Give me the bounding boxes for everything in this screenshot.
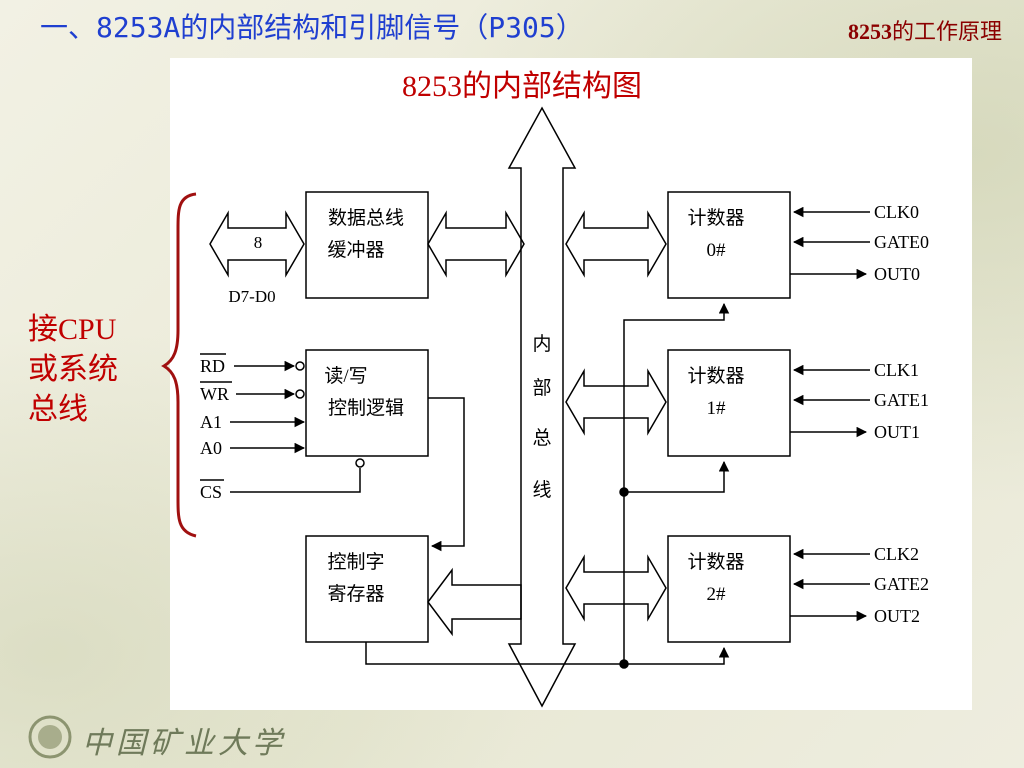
ctrl-reg-label-line1: 控制字 xyxy=(327,551,384,573)
signal-out0: OUT0 xyxy=(874,264,920,284)
counter2-label-line2: 2# xyxy=(707,584,727,605)
counter2-block xyxy=(667,535,791,643)
footer-university-name: 中国矿业大学 xyxy=(82,726,286,761)
top-link-bold: 8253 xyxy=(847,19,892,44)
junction-counter1 xyxy=(619,487,629,497)
buffer-bus-arrow xyxy=(427,210,525,278)
signal-out2: OUT2 xyxy=(874,606,920,626)
signal-clk0: CLK0 xyxy=(874,202,919,222)
data-bus-label: D7-D0 xyxy=(228,287,275,306)
counter0-block xyxy=(667,191,791,299)
wr-invert-dot xyxy=(295,389,305,399)
internal-bus-char-2: 总 xyxy=(532,427,551,449)
signal-wr: WR xyxy=(200,384,229,404)
counter0-bus-arrow xyxy=(565,210,667,278)
internal-bus-arrow xyxy=(507,106,577,708)
rw-control-logic-block xyxy=(305,349,429,457)
structure-diagram: 8253的内部结构图 内 部 总 线 8 D7-D0 数据总线 缓冲器 读/写 … xyxy=(200,70,929,708)
counter1-bus-arrow xyxy=(565,368,667,436)
signal-a1: A1 xyxy=(200,412,222,432)
cpu-note-line1: 接CPU xyxy=(28,313,117,346)
working-principle-link[interactable]: 8253的工作原理 xyxy=(848,14,1002,46)
counter2-bus-arrow xyxy=(565,554,667,622)
cs-wire xyxy=(230,468,361,493)
signal-out1: OUT1 xyxy=(874,422,920,442)
diagram-panel: 8253的内部结构图 内 部 总 线 8 D7-D0 数据总线 缓冲器 读/写 … xyxy=(170,58,972,710)
rw-to-ctrl-wire xyxy=(428,397,465,552)
signal-gate2: GATE2 xyxy=(874,574,929,594)
cpu-note-line2: 或系统 xyxy=(28,353,118,386)
internal-bus-char-1: 部 xyxy=(532,377,551,399)
cpu-bus-brace xyxy=(161,192,197,538)
buffer-label-line1: 数据总线 xyxy=(328,207,404,229)
rd-invert-dot xyxy=(295,361,305,371)
data-bus-buffer-block xyxy=(305,191,429,299)
signal-rd: RD xyxy=(200,356,225,376)
counter2-label-line1: 计数器 xyxy=(687,551,744,573)
signal-clk2: CLK2 xyxy=(874,544,919,564)
cpu-note: 接CPU 或系统 总线 xyxy=(28,310,158,430)
slide-title: 一、8253A的内部结构和引脚信号（P305） xyxy=(40,11,584,44)
ctrl-to-counter2-wire xyxy=(365,642,730,665)
counter1-block xyxy=(667,349,791,457)
top-link-rest: 的工作原理 xyxy=(891,19,1002,44)
counter0-label-line1: 计数器 xyxy=(687,207,744,229)
university-emblem-icon xyxy=(28,715,72,759)
counter1-label-line1: 计数器 xyxy=(687,365,744,387)
signal-cs: CS xyxy=(200,482,222,502)
diagram-title: 8253的内部结构图 xyxy=(402,70,642,103)
internal-bus-char-3: 线 xyxy=(532,479,551,501)
ctrl-reg-bus-arrow xyxy=(427,567,522,637)
ctrl-reg-label-line2: 寄存器 xyxy=(327,583,384,605)
counter1-label-line2: 1# xyxy=(707,398,727,419)
internal-bus-char-0: 内 xyxy=(532,333,551,355)
data-bus-arrow xyxy=(209,210,305,278)
rw-label-line2: 控制逻辑 xyxy=(328,397,404,419)
control-word-register-block xyxy=(305,535,429,643)
signal-gate0: GATE0 xyxy=(874,232,929,252)
ctrl-to-counter0-wire xyxy=(623,302,730,664)
cpu-note-line3: 总线 xyxy=(28,393,88,426)
rw-label-line1: 读/写 xyxy=(324,365,367,387)
signal-gate1: GATE1 xyxy=(874,390,929,410)
data-bus-width: 8 xyxy=(254,233,263,252)
cs-invert-dot xyxy=(355,458,365,468)
junction-counter2 xyxy=(619,659,629,669)
counter0-label-line2: 0# xyxy=(707,240,727,261)
signal-clk1: CLK1 xyxy=(874,360,919,380)
signal-a0: A0 xyxy=(200,438,222,458)
buffer-label-line2: 缓冲器 xyxy=(327,239,384,261)
ctrl-to-counter1-wire xyxy=(624,460,730,493)
